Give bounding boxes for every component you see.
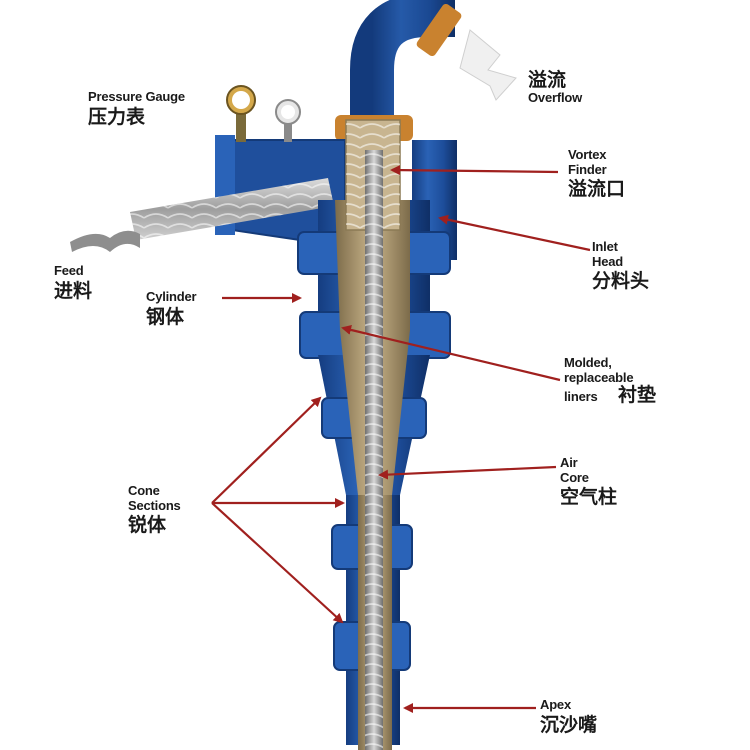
vortex-finder-label-en2: Finder: [568, 163, 625, 178]
pressure-gauge-icon: [227, 86, 300, 142]
cone-sections-label-en2: Sections: [128, 499, 181, 514]
feed-arrow-icon: [70, 231, 140, 252]
cone-arrow-lower: [212, 503, 342, 622]
air-core-label-zh: 空气柱: [560, 487, 617, 508]
inlet-head-label-en2: Head: [592, 255, 649, 270]
cylinder-label-zh: 钢体: [146, 307, 196, 328]
inlet-head-arrow: [440, 218, 590, 250]
apex-label-zh: 沉沙嘴: [540, 715, 597, 736]
apex-label: Apex 沉沙嘴: [540, 698, 597, 736]
overflow-arrow-icon: [460, 30, 516, 100]
overflow-label-zh: 溢流: [528, 70, 582, 91]
cone-sections-label-en1: Cone: [128, 484, 181, 499]
inlet-head-label-zh: 分料头: [592, 271, 649, 292]
cone-sections-label-zh: 锐体: [128, 515, 181, 536]
vortex-finder-label: Vortex Finder 溢流口: [568, 148, 625, 200]
cylinder-label: Cylinder 钢体: [146, 290, 196, 328]
inlet-head-label-en1: Inlet: [592, 240, 649, 255]
pressure-gauge-label-zh: 压力表: [88, 107, 185, 128]
feed-label-en: Feed: [54, 264, 92, 279]
air-core-column: [365, 150, 383, 750]
apex-label-en: Apex: [540, 698, 597, 713]
inlet-head-label: Inlet Head 分料头: [592, 240, 649, 292]
cone-arrow-upper: [212, 398, 320, 503]
air-core-arrow: [380, 467, 556, 475]
overflow-label-en: Overflow: [528, 91, 582, 106]
liners-label-en1: Molded,: [564, 356, 656, 371]
cone-sections-label: Cone Sections 锐体: [128, 484, 181, 536]
liners-label-en3: liners: [564, 389, 597, 404]
vortex-finder-label-zh: 溢流口: [568, 179, 625, 200]
cylinder-label-en: Cylinder: [146, 290, 196, 305]
overflow-label: 溢流 Overflow: [528, 68, 582, 106]
pressure-gauge-label-en: Pressure Gauge: [88, 90, 185, 105]
vortex-finder-label-en1: Vortex: [568, 148, 625, 163]
feed-label-zh: 进料: [54, 281, 92, 302]
pressure-gauge-label: Pressure Gauge 压力表: [88, 90, 185, 128]
air-core-label: Air Core 空气柱: [560, 456, 617, 508]
liners-label: Molded, replaceable liners 衬垫: [564, 356, 656, 406]
liners-label-zh: 衬垫: [618, 384, 656, 406]
air-core-label-en1: Air: [560, 456, 617, 471]
feed-label: Feed 进料: [54, 264, 92, 302]
liners-label-en2: replaceable: [564, 371, 656, 386]
air-core-label-en2: Core: [560, 471, 617, 486]
